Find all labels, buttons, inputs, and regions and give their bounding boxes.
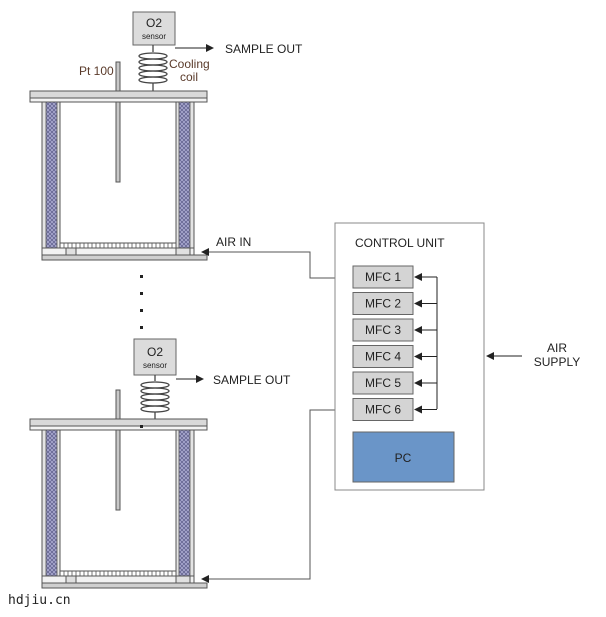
mfc-group: MFC 1 MFC 2 MFC 3 MFC 4 MFC 5 MFC 6 (352, 265, 437, 421)
mfc-box-6 (352, 398, 414, 421)
reactor-base-bottom (41, 582, 208, 589)
mfc-label-2: MFC 2 (365, 297, 401, 311)
o2-sensor-sensor-label-bottom: sensor (143, 361, 167, 370)
continuation-dots (140, 275, 143, 329)
reactor-bottom: O2 sensor SAMPLE OUT (29, 338, 291, 589)
o2-sensor-sensor-label: sensor (142, 32, 166, 41)
mfc-label-4: MFC 4 (365, 350, 401, 364)
pt100-label: Pt 100 (79, 64, 114, 78)
air-in-line-top (201, 248, 353, 279)
mfc-box-4 (352, 345, 414, 368)
air-supply-label-line1: AIR (547, 341, 567, 355)
pt100-probe-top (115, 61, 121, 183)
mfc-box-3 (352, 318, 414, 342)
mfc-box-1 (352, 265, 414, 289)
reactor-base-top (41, 254, 208, 261)
o2-sensor-top: O2 sensor (132, 11, 176, 46)
air-supply-label-line2: SUPPLY (534, 355, 580, 369)
control-unit-label: CONTROL UNIT (355, 236, 445, 250)
reactor-lid-bottom (29, 418, 208, 427)
pt100-probe-bottom (115, 389, 121, 511)
air-in-line-bottom (201, 409, 353, 583)
pc-box (352, 431, 455, 483)
air-in-label: AIR IN (216, 235, 251, 249)
watermark: hdjiu.cn (8, 593, 71, 608)
o2-sensor-o2-label-bottom: O2 (147, 345, 163, 359)
o2-sensor-o2-label: O2 (146, 16, 162, 30)
pc-label: PC (395, 451, 412, 465)
mfc-label-5: MFC 5 (365, 376, 401, 390)
reactor-lid-top (29, 90, 208, 99)
cooling-label: Cooling (169, 57, 210, 71)
coil-label: coil (180, 70, 198, 84)
mfc-label-3: MFC 3 (365, 323, 401, 337)
mfc-box-2 (352, 292, 414, 315)
mfc-label-6: MFC 6 (365, 403, 401, 417)
sample-out-label-bottom: SAMPLE OUT (213, 373, 291, 387)
reactor-top: O2 sensor SAMPLE OUT Cooling coil Pt 100 (29, 11, 303, 261)
mfc-box-5 (352, 371, 414, 395)
o2-sensor-bottom: O2 sensor (133, 338, 177, 376)
cooling-coil-bottom (140, 375, 170, 420)
grid-plate-top (59, 242, 177, 249)
cooling-coil-top (138, 45, 168, 92)
grid-plate-bottom (59, 570, 177, 577)
mfc-label-1: MFC 1 (365, 270, 401, 284)
sample-out-label-top: SAMPLE OUT (225, 42, 303, 56)
